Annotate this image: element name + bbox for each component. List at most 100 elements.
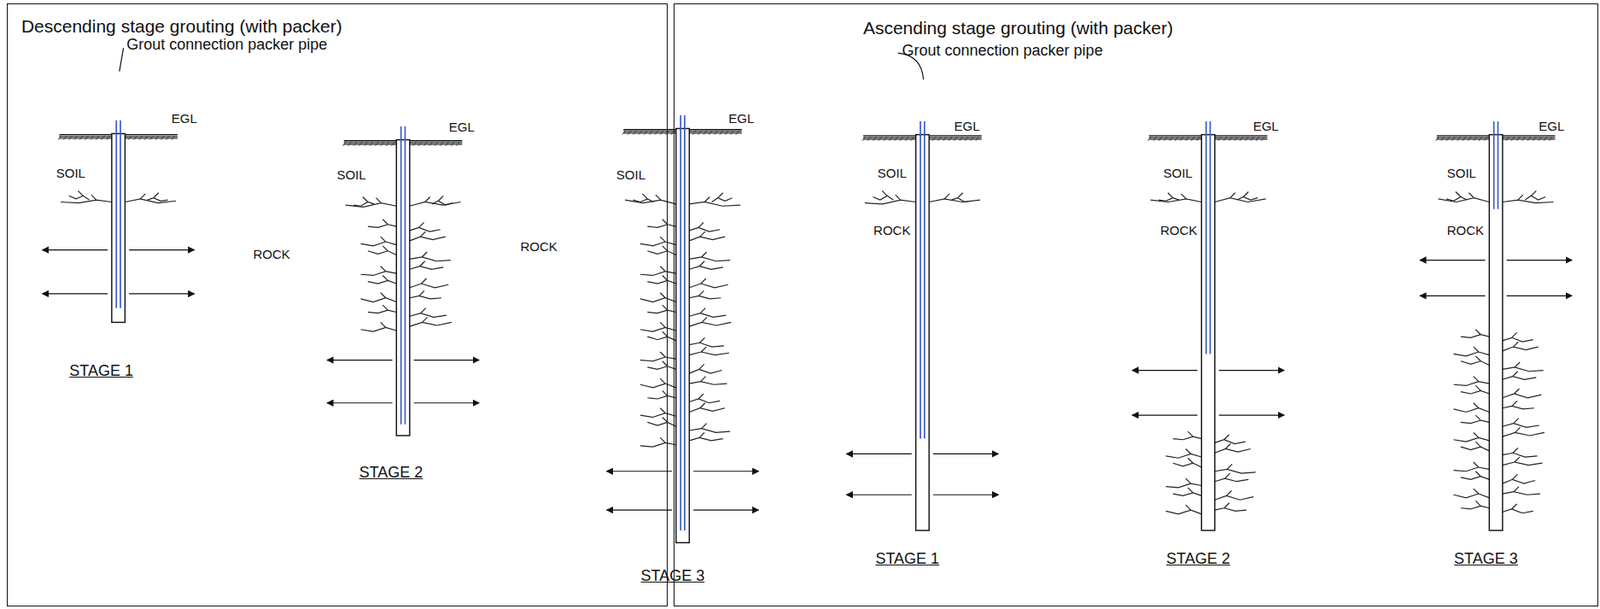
rock-fracture [367, 219, 397, 228]
ground-hatch [166, 135, 170, 141]
ground-hatch [1174, 136, 1179, 141]
grout-arrow [414, 359, 479, 361]
ground-hatch [703, 130, 707, 135]
ground-hatch [101, 135, 106, 141]
ground-hatch [905, 136, 910, 141]
ground-hatch [128, 135, 132, 141]
grout-arrow [327, 402, 392, 403]
ground-hatch [698, 130, 702, 135]
ground-hatch [910, 136, 915, 141]
rock-fracture [689, 402, 725, 413]
rock-fracture [69, 190, 90, 200]
packer-pipe [683, 115, 686, 531]
rock-fracture [689, 278, 728, 288]
ground-hatch [1180, 136, 1185, 141]
ground-hatch [69, 135, 73, 141]
rock-fracture [647, 390, 676, 399]
ground-hatch [144, 135, 148, 141]
borehole [1201, 134, 1215, 531]
rock-fracture [689, 261, 723, 270]
panel-title: Descending stage grouting (with packer) [21, 16, 343, 37]
ground-hatch [954, 136, 958, 141]
ground-hatch [359, 141, 363, 146]
packer-pipe [919, 121, 922, 438]
grouting-panel: Descending stage grouting (with packer) [6, 3, 667, 607]
ground-hatch [964, 136, 969, 141]
rock-fracture [1502, 194, 1554, 204]
grout-arrow [846, 453, 911, 455]
borehole [916, 134, 930, 531]
rock-fracture [689, 221, 720, 232]
grout-arrow [128, 249, 194, 251]
stage-label: STAGE 2 [359, 464, 424, 482]
borehole [111, 133, 126, 322]
ground-hatch [638, 130, 643, 135]
layer-label: SOIL [1447, 166, 1477, 182]
rock-fracture [951, 192, 972, 203]
ground-hatch [889, 136, 894, 141]
pipe-label: Grout connection packer pipe [126, 36, 328, 54]
rock-fracture [689, 363, 722, 374]
packer-pipe [679, 115, 682, 531]
ground-hatch [719, 130, 724, 135]
rock-fracture [928, 193, 981, 203]
rock-fracture [409, 316, 452, 327]
rock-fracture [633, 193, 655, 203]
ground-hatch [708, 130, 713, 135]
rock-fracture [1460, 500, 1490, 509]
rock-fracture [409, 261, 444, 270]
ground-hatch [1148, 136, 1152, 141]
rock-fracture [1502, 447, 1538, 457]
ground-hatch [1229, 136, 1233, 141]
grout-arrow [607, 509, 672, 511]
ground-hatch [139, 135, 143, 141]
rock-fracture [640, 321, 677, 332]
rock-fracture [367, 274, 397, 284]
layer-label: SOIL [1162, 166, 1192, 182]
rock-fracture [1237, 192, 1258, 201]
stage-label: STAGE 3 [1454, 550, 1519, 568]
layer-label: EGL [728, 111, 754, 127]
ground-hatch [1197, 136, 1201, 141]
ground-hatch [134, 135, 138, 141]
ground-hatch [970, 136, 975, 141]
grout-arrow [1419, 259, 1485, 261]
rock-fracture [1502, 371, 1536, 380]
ground-hatch [1527, 136, 1531, 141]
rock-fracture [409, 221, 441, 232]
rock-fracture [864, 194, 917, 205]
ground-hatch [150, 135, 154, 141]
rock-fracture [367, 245, 397, 256]
ground-hatch [391, 141, 396, 146]
stage-label: STAGE 1 [69, 362, 134, 380]
ground-hatch [1473, 136, 1478, 141]
ground-hatch [413, 141, 417, 146]
ground-hatch [1484, 136, 1489, 141]
ground-hatch [724, 130, 729, 135]
ground-hatch [649, 130, 654, 135]
ground-hatch [883, 136, 888, 141]
rock-fracture [647, 416, 676, 427]
rock-fracture [1453, 488, 1490, 498]
rock-fracture [1502, 362, 1544, 372]
ground-hatch [938, 136, 942, 141]
rock-fracture [360, 321, 397, 332]
ground-hatch [1255, 136, 1260, 141]
ground-hatch [160, 135, 164, 141]
ground-hatch [1436, 136, 1440, 141]
rock-fracture [647, 361, 676, 370]
leader-line [119, 47, 124, 71]
rock-fracture [1165, 478, 1202, 488]
ground-hatch [434, 141, 438, 146]
rock-fracture [1453, 461, 1490, 472]
rock-fracture [1502, 473, 1536, 484]
grout-arrow [414, 402, 479, 403]
grout-arrow [42, 249, 108, 251]
ground-hatch [63, 135, 67, 141]
ground-hatch [1250, 136, 1255, 141]
rock-fracture [1502, 503, 1534, 514]
packer-pipe [1497, 121, 1500, 210]
rock-fracture [1502, 388, 1542, 398]
grouting-panel: Ascending stage grouting (with packer) [673, 3, 1599, 607]
ground-hatch [1533, 136, 1537, 141]
